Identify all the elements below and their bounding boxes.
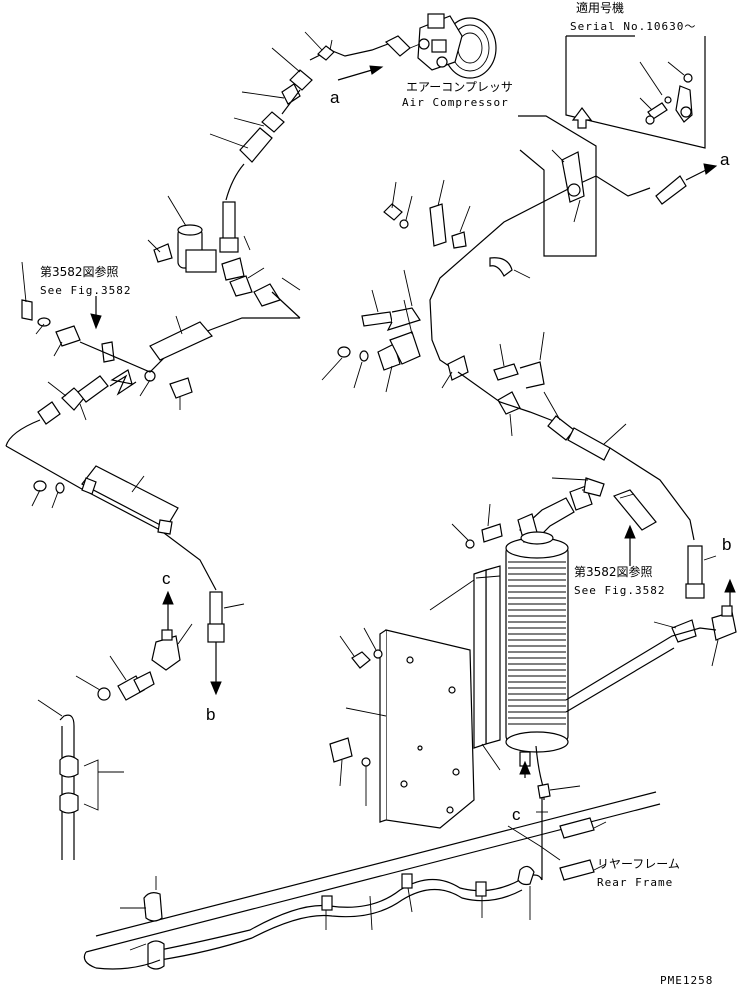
air-compressor-en: Air Compressor (402, 96, 509, 109)
inset-bracket (639, 61, 693, 125)
connector-c-left: c (162, 569, 171, 588)
drawing-id: PME1258 (660, 974, 713, 987)
mounting-plate (345, 629, 475, 829)
upper-hose-compressor (209, 31, 389, 201)
corrugations (508, 561, 566, 725)
left-vertical-pipe (37, 699, 124, 860)
air-compressor-jp: エアーコンプレッサ (406, 80, 513, 94)
serial-header-jp: 適用号機 (576, 0, 624, 15)
plate-bolts (329, 627, 383, 806)
right-pipe-b (565, 545, 737, 713)
see-fig-right-en: See Fig.3582 (574, 584, 665, 597)
left-clamp-parts (21, 261, 193, 410)
connector-a-right: a (720, 150, 730, 169)
rear-frame-en: Rear Frame (597, 876, 673, 889)
serial-inset: 適用号機 Serial No.10630～ (565, 0, 706, 149)
left-lower-pipe (5, 445, 245, 696)
inset-arrow (571, 107, 593, 129)
connector-b-right: b (722, 535, 731, 554)
tank-top-bolts (451, 503, 503, 549)
see-fig-left-en: See Fig.3582 (40, 284, 131, 297)
see-fig-right-jp: 第3582図参照 (574, 564, 653, 579)
serial-number: Serial No.10630～ (570, 20, 696, 33)
connector-b-left: b (206, 705, 215, 724)
center-long-pipe (429, 175, 695, 541)
see-fig-left-jp: 第3582図参照 (40, 264, 119, 279)
aftercooler-unit (429, 477, 657, 880)
left-hose-upper (5, 315, 300, 447)
lower-hose-clamps (95, 865, 543, 970)
rear-frame-jp: リヤーフレーム (597, 857, 680, 871)
rear-frame (83, 791, 661, 969)
elbow-fitting-left (75, 623, 193, 701)
air-tank-assembly (147, 195, 301, 319)
center-clamp-parts (321, 179, 531, 393)
connector-a-left: a (330, 88, 340, 107)
upper-right-bracket (518, 115, 718, 257)
air-compressor (384, 13, 497, 79)
connector-c-right: c (512, 805, 521, 824)
